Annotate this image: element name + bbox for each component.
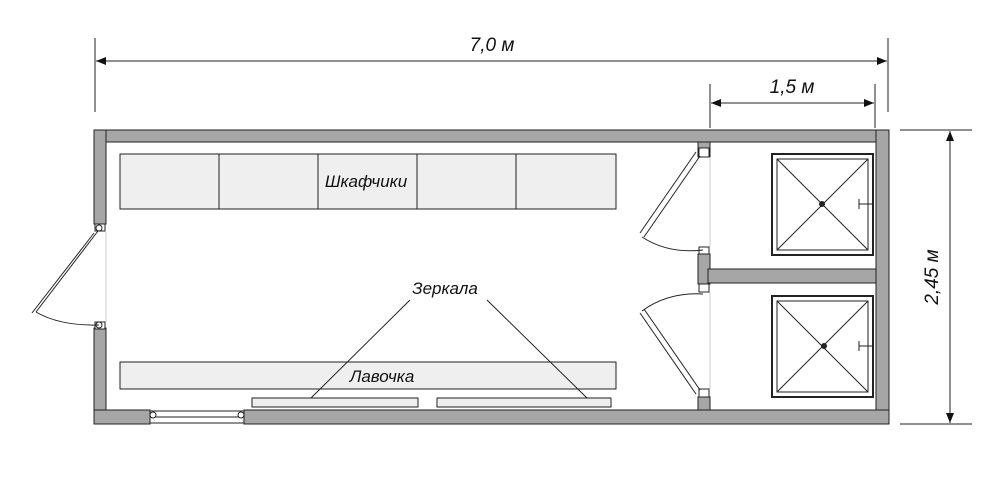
shower-door-lower [639, 283, 711, 398]
shower-tray-upper [771, 153, 874, 256]
locker [218, 153, 319, 210]
shower-tray-lower [771, 295, 874, 398]
entrance-door [31, 223, 107, 330]
dimension-width-label: 2,45 м [922, 249, 943, 305]
mirrors [251, 397, 612, 408]
outer-walls [93, 129, 890, 425]
shower-door-upper [639, 147, 711, 255]
dimension-width [900, 129, 972, 425]
bench-label: Лавочка [349, 367, 415, 386]
dimension-shower-length [709, 84, 876, 128]
window [149, 410, 245, 424]
mirrors-leader-lines [310, 299, 588, 399]
locker [515, 153, 617, 210]
lockers-label: Шкафчики [325, 172, 408, 191]
dimension-total-length-label: 7,0 м [470, 35, 515, 56]
lockers [119, 153, 617, 210]
mirror [251, 397, 419, 408]
bench [119, 361, 617, 390]
dimension-total-length [94, 38, 889, 112]
mirror [436, 397, 612, 408]
dimension-shower-length-label: 1,5 м [770, 77, 815, 98]
locker [416, 153, 517, 210]
mirrors-label: Зеркала [412, 279, 478, 298]
locker [119, 153, 220, 210]
partition-walls [697, 141, 877, 411]
